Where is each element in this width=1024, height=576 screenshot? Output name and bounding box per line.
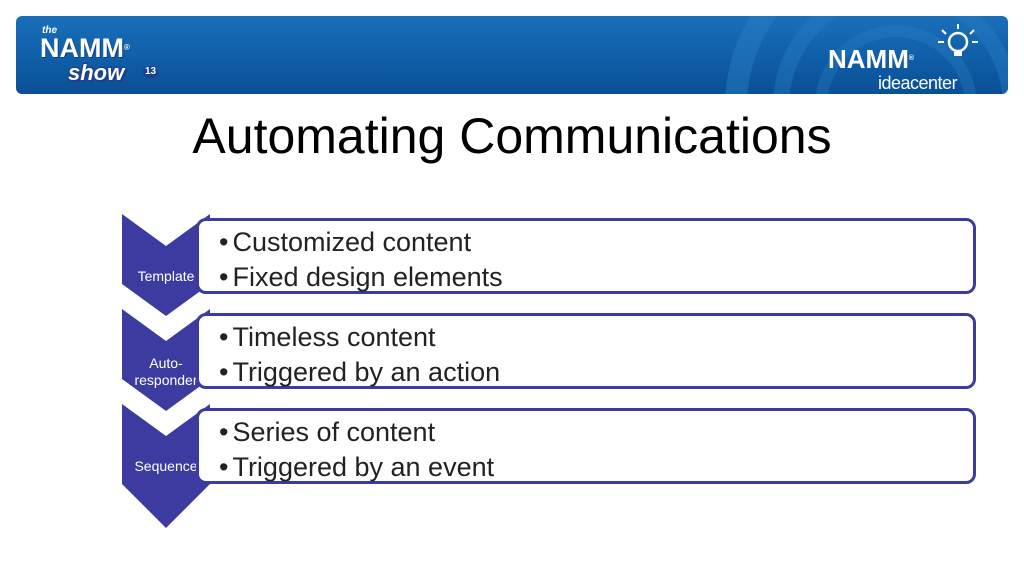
bullet-list: Customized content Fixed design elements — [219, 225, 503, 295]
row-box-auto-responder: Timeless content Triggered by an action — [196, 313, 976, 389]
row-box-sequence: Series of content Triggered by an event — [196, 408, 976, 484]
bullet-item: Triggered by an event — [219, 450, 494, 485]
namm-show-logo: the NAMM® show 13 — [38, 26, 178, 88]
header-banner: the NAMM® show 13 NAMM® ideacenter — [16, 16, 1008, 94]
slide-title: Automating Communications — [192, 108, 832, 164]
chevron-label-auto-responder: Auto- responder — [122, 355, 210, 389]
bullet-item: Timeless content — [219, 320, 500, 355]
chevron-label-line: Auto- — [149, 355, 183, 371]
chevron-auto-responder — [122, 309, 210, 411]
logo-namm-text: NAMM® — [40, 33, 130, 63]
logo-idea-center-text: ideacenter — [878, 73, 958, 93]
lightbulb-icon — [938, 24, 978, 56]
bullet-item: Fixed design elements — [219, 260, 502, 295]
bullet-item: Triggered by an action — [219, 355, 500, 390]
namm-idea-center-logo: NAMM® ideacenter — [828, 22, 988, 92]
logo-year-badge: 13 — [143, 66, 159, 78]
bullet-list: Series of content Triggered by an event — [219, 415, 494, 485]
chevron-template — [122, 214, 210, 316]
chevron-label-line: responder — [134, 372, 198, 388]
bullet-list: Timeless content Triggered by an action — [219, 320, 500, 390]
row-box-template: Customized content Fixed design elements — [196, 218, 976, 294]
logo-the-text: the — [42, 25, 57, 36]
chevron-label-template: Template — [137, 268, 195, 284]
logo-show-text: show — [68, 60, 125, 85]
bullet-item: Series of content — [219, 415, 494, 450]
header-swirl-decoration — [725, 16, 1008, 94]
logo-right-namm-text: NAMM® — [828, 44, 915, 74]
chevron-label-sequence: Sequence — [134, 458, 198, 474]
bullet-item: Customized content — [219, 225, 503, 260]
chevron-sequence — [122, 404, 210, 528]
